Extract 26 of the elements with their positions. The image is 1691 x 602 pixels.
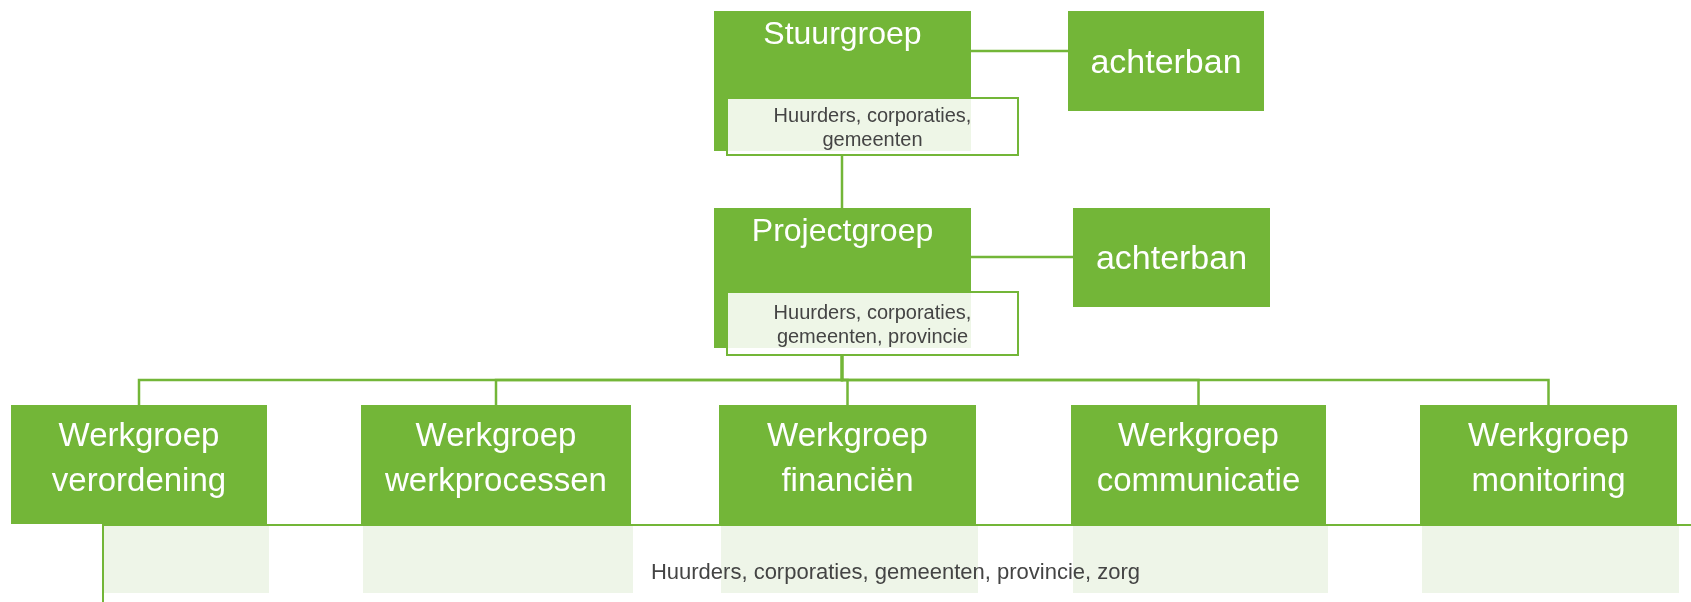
group-title: Stuurgroep — [763, 15, 922, 52]
connector-line — [840, 156, 844, 208]
member-note: Huurders, corporaties, gemeenten, provincie — [772, 299, 973, 348]
member-note-box — [726, 97, 1019, 156]
member-note: Huurders, corporaties, gemeenten — [772, 102, 973, 151]
workgroup-box — [1420, 405, 1677, 524]
workgroup-title: Werkgroep werkprocessen — [384, 415, 608, 500]
stakeholder-box — [1073, 208, 1270, 307]
group-title: Projectgroep — [751, 212, 934, 249]
workgroup-box — [1071, 405, 1326, 524]
connector-line — [971, 49, 1068, 53]
member-note: Huurders, corporaties, gemeenten, provincie, zorg — [650, 559, 1141, 585]
workgroup-box — [719, 405, 976, 524]
stakeholder-box — [1068, 11, 1264, 111]
stakeholder-label: achterban — [1090, 41, 1242, 81]
workgroup-box — [11, 405, 267, 524]
workgroup-title: Werkgroep monitoring — [1467, 415, 1630, 500]
member-band — [102, 524, 1691, 602]
workgroup-title: Werkgroep communicatie — [1095, 415, 1302, 500]
stakeholder-label: achterban — [1095, 238, 1248, 277]
member-note-box — [726, 291, 1019, 356]
workgroup-title: Werkgroep financiën — [766, 415, 929, 500]
connector-line — [840, 356, 1550, 405]
workgroup-title: Werkgroep verordening — [50, 415, 228, 500]
workgroup-box — [361, 405, 631, 524]
connector-line — [971, 255, 1073, 259]
